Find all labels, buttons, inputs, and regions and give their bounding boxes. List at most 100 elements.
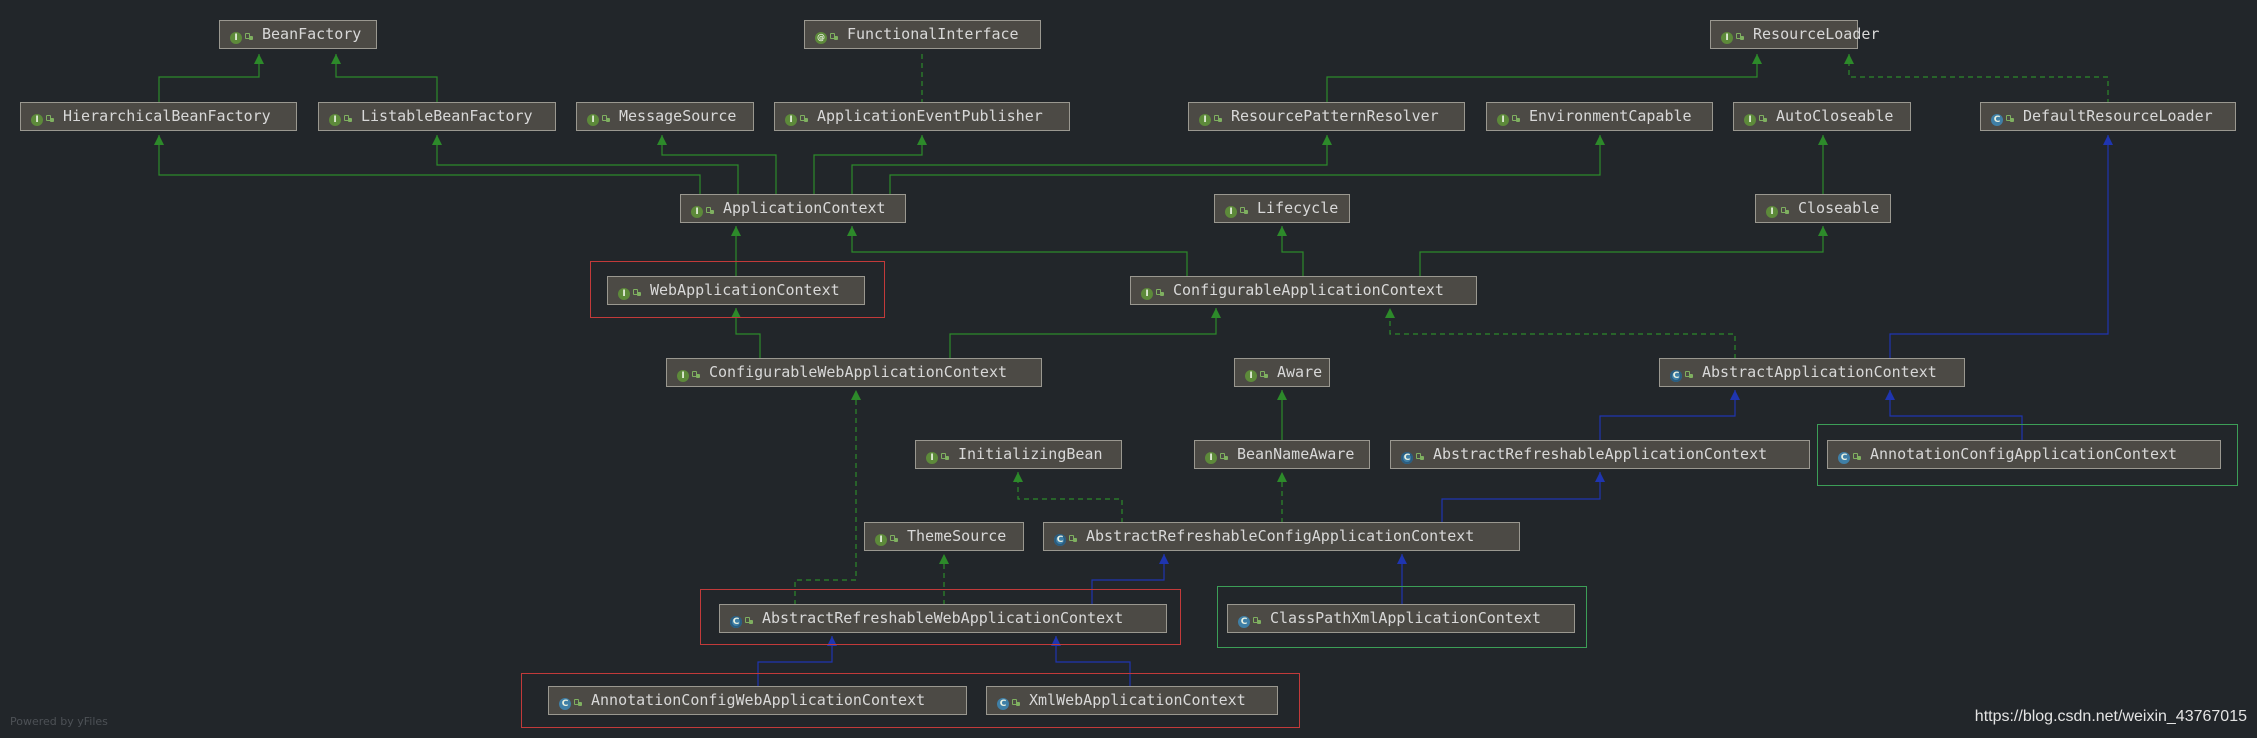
node-bean-factory[interactable]: I BeanFactory (219, 20, 377, 49)
node-label: ListableBeanFactory (361, 107, 533, 125)
public-visibility-icon (800, 114, 808, 122)
node-label: ConfigurableWebApplicationContext (709, 363, 1008, 381)
public-visibility-icon (574, 698, 582, 706)
node-label: ResourcePatternResolver (1231, 107, 1439, 125)
node-environment-capable[interactable]: I EnvironmentCapable (1486, 102, 1713, 131)
public-visibility-icon (692, 370, 700, 378)
edge-appctx-to-envcapable (889, 135, 1605, 195)
public-visibility-icon (745, 616, 753, 624)
interface-icon: I (1245, 370, 1257, 382)
public-visibility-icon (1260, 370, 1268, 378)
node-configurable-web-application-context[interactable]: I ConfigurableWebApplicationContext (666, 358, 1042, 387)
edge-hierarchical-to-beanfactory (158, 54, 264, 104)
public-visibility-icon (1781, 206, 1789, 214)
edge-confappctx-to-closeable (1419, 226, 1828, 277)
node-label: Lifecycle (1257, 199, 1339, 217)
abstract-class-icon: C (730, 616, 742, 628)
edge-arcac-to-initializingbean (1013, 472, 1123, 523)
edge-appctx-to-eventpublisher (813, 135, 927, 195)
highlight-web-application-context (590, 261, 885, 318)
edge-arwac-to-arcac (1091, 554, 1169, 605)
public-visibility-icon (245, 32, 253, 40)
class-icon: C (1991, 114, 2003, 126)
node-label: WebApplicationContext (650, 281, 840, 299)
public-visibility-icon (344, 114, 352, 122)
interface-icon: I (1199, 114, 1211, 126)
node-label: AutoCloseable (1776, 107, 1894, 125)
class-icon: C (559, 698, 571, 710)
edge-abstractappctx-to-defaultresourceloader (1889, 135, 2113, 359)
interface-icon: I (785, 114, 797, 126)
public-visibility-icon (1416, 452, 1424, 460)
edge-confwebappctx-to-webappctx (731, 308, 761, 359)
interface-icon: I (1497, 114, 1509, 126)
interface-icon: I (1141, 288, 1153, 300)
highlight-web-implementations (521, 673, 1300, 728)
node-label: AbstractRefreshableConfigApplicationCont… (1086, 527, 1475, 545)
interface-icon: I (587, 114, 599, 126)
edge-defaultresourceloader-to-resourceloader (1844, 54, 2109, 104)
interface-icon: I (31, 114, 43, 126)
interface-icon: I (1766, 206, 1778, 218)
node-label: AbstractRefreshableApplicationContext (1433, 445, 1768, 463)
public-visibility-icon (830, 32, 838, 40)
public-visibility-icon (46, 114, 54, 122)
interface-icon: I (926, 452, 938, 464)
node-label: DefaultResourceLoader (2023, 107, 2213, 125)
node-label: BeanFactory (262, 25, 362, 43)
highlight-class-path-xml-application-context (1217, 586, 1587, 648)
interface-icon: I (677, 370, 689, 382)
edge-listable-to-beanfactory (331, 54, 438, 104)
interface-icon: I (230, 32, 242, 44)
interface-icon: I (1721, 32, 1733, 44)
node-application-event-publisher[interactable]: I ApplicationEventPublisher (774, 102, 1070, 131)
public-visibility-icon (1214, 114, 1222, 122)
edge-confappctx-to-lifecycle (1277, 226, 1304, 277)
public-visibility-icon (1240, 206, 1248, 214)
edge-arac-to-abstractappctx (1599, 390, 1740, 441)
interface-icon: I (875, 534, 887, 546)
public-visibility-icon (1512, 114, 1520, 122)
edge-appctx-to-patternresolver (851, 135, 1332, 195)
class-icon: C (1838, 452, 1850, 464)
class-icon: C (997, 698, 1009, 710)
edge-confwebappctx-to-confappctx (949, 308, 1221, 359)
public-visibility-icon (941, 452, 949, 460)
node-functional-interface[interactable]: @FunctionalInterface (804, 20, 1041, 49)
node-message-source[interactable]: I MessageSource (576, 102, 754, 131)
node-resource-pattern-resolver[interactable]: I ResourcePatternResolver (1188, 102, 1465, 131)
node-label: EnvironmentCapable (1529, 107, 1692, 125)
node-label: MessageSource (619, 107, 737, 125)
edge-appctx-to-hierarchical (154, 135, 701, 195)
public-visibility-icon (1012, 698, 1020, 706)
edge-abstractappctx-to-confappctx (1385, 308, 1736, 359)
node-default-resource-loader[interactable]: C DefaultResourceLoader (1980, 102, 2236, 131)
node-abstract-application-context[interactable]: C AbstractApplicationContext (1659, 358, 1965, 387)
edge-arwac-to-confwebappctx (794, 390, 861, 605)
node-label: ClassPathXmlApplicationContext (1270, 609, 1541, 627)
node-label: AbstractApplicationContext (1702, 363, 1937, 381)
node-label: ApplicationEventPublisher (817, 107, 1043, 125)
abstract-class-icon: C (1670, 370, 1682, 382)
